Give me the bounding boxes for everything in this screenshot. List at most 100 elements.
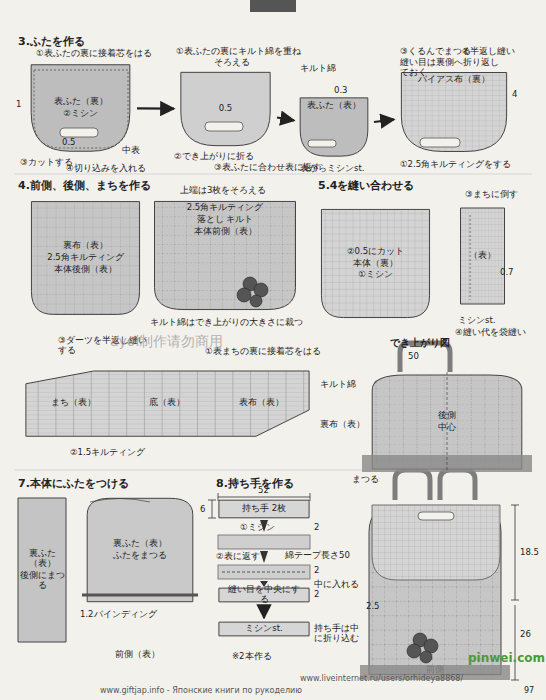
piece-label: ②ミシン: [63, 109, 98, 119]
text-label: ①表ふたの裏にキルト綿を重ね: [176, 47, 301, 57]
piece-label: 裏布（表）: [63, 241, 108, 251]
watermark: www.giftjap.info - Японские книги по рук…: [100, 686, 302, 695]
text-label: キルト綿: [320, 380, 356, 390]
text-label: まつる: [352, 475, 379, 485]
piece-label: 裏ふた（表）: [18, 549, 66, 569]
pattern-piece: まち（表）底（表）表布（表）: [20, 365, 315, 440]
text-label: ②表に返す: [216, 552, 260, 562]
piece-shape: [31, 202, 139, 315]
piece-label: 表ふた（裏）: [54, 97, 108, 107]
pattern-piece: 2.5角キルティング落とし キルト本体前側（表）: [150, 198, 300, 313]
piece-label: 後側にまつる: [18, 571, 66, 591]
pattern-piece: 0.5: [178, 70, 273, 148]
step-heading: 3.ふたを作る: [18, 36, 85, 49]
text-label: 2: [314, 523, 319, 533]
text-label: 縫い目は裏側へ折り返しておく: [400, 58, 500, 78]
piece-text: ミシンst.: [218, 622, 310, 636]
piece-label: 底（表）: [149, 398, 185, 408]
piece-text: 裏ふた（表）後側にまつる: [12, 495, 72, 645]
text-label: ※2本作る: [232, 652, 272, 662]
pattern-piece: ミシンst.: [218, 622, 310, 636]
text-label: ④縫い代を袋縫い: [455, 328, 526, 338]
piece-label: 表ふた（表）: [307, 101, 361, 111]
piece-shape: [461, 208, 505, 304]
piece-label: 裏ふた（表）: [113, 539, 167, 549]
step-heading: でき上がり図: [390, 338, 450, 349]
text-label: 1: [16, 100, 21, 110]
pattern-piece: 持ち手 2枚: [218, 500, 310, 518]
pattern-piece: 縫い目を中央にする: [218, 588, 310, 602]
piece-shape: [87, 498, 193, 601]
text-label: ③カットする: [20, 158, 73, 168]
piece-text: 裏ふた（表）ふたをまつる: [80, 495, 200, 605]
piece-label: 本体（裏）: [353, 259, 398, 269]
text-label: ③くるんでまつる: [400, 47, 471, 57]
text-label: 持ち手は中に折り込む: [314, 624, 359, 644]
pattern-piece: 裏ふた（表）ふたをまつる: [80, 495, 200, 605]
pattern-piece: 表ふた（表）: [298, 96, 370, 158]
text-label: 18.5: [520, 548, 539, 558]
step-arrow: [277, 118, 294, 121]
step-arrow: [137, 107, 174, 109]
step-heading: 4.前側、後側、まちを作る: [18, 180, 151, 193]
text-label: そろえる: [214, 58, 250, 68]
text-label: 2: [314, 590, 319, 600]
watermark: www.liveinternet.ru/users/orhideya8868/: [300, 674, 463, 683]
piece-shape: [219, 500, 309, 518]
pattern-piece: ②0.5にカット本体（裏）①ミシン: [318, 206, 433, 321]
text-label: 裏布（表）: [320, 420, 365, 430]
pattern-piece: 後側中心: [362, 372, 532, 472]
piece-label: ミシンst.: [245, 624, 282, 634]
piece-text: バイアス布（裏）: [398, 70, 510, 154]
text-label: ②でき上がりに折る: [174, 152, 254, 162]
piece-label: 後側: [438, 411, 456, 421]
text-label: 4: [512, 90, 517, 100]
piece-outline: [12, 495, 72, 645]
text-label: 表からミシンst.: [300, 164, 364, 174]
piece-text: 裏布（表）2.5角キルティング本体後側（表）: [28, 198, 143, 318]
piece-shape: [18, 498, 66, 642]
piece-label: 前側: [426, 665, 444, 675]
piece-text: 縫い目を中央にする: [218, 588, 310, 602]
step-heading: 5.4を縫い合わせる: [318, 180, 415, 193]
text-label: 綿テープ長さ50: [285, 551, 350, 561]
piece-label: 0.5: [219, 104, 233, 114]
text-label: 0.3: [334, 86, 348, 96]
text-label: 上端は3枚をそろえる: [180, 186, 266, 196]
piece-shape: [300, 98, 368, 156]
text-label: 50: [408, 352, 419, 362]
text-label: ①ミシン: [240, 523, 275, 533]
piece-label: （表）: [469, 251, 496, 261]
pattern-piece: 表ふた（裏） ②ミシン: [28, 62, 133, 154]
piece-shape: [219, 622, 309, 636]
piece-label: 本体後側（表）: [54, 265, 117, 275]
piece-shape: [401, 73, 506, 152]
text-label: 1.2バインディング: [80, 610, 157, 620]
piece-label: 表布（表）: [239, 398, 284, 408]
piece-shape: [369, 505, 501, 674]
text-label: 6: [200, 505, 205, 515]
watermark: ayoi制作请勿商用: [110, 333, 223, 349]
piece-text: 表ふた（表）: [298, 96, 370, 158]
text-label: ③まちに倒す: [465, 190, 518, 200]
step-arrow: [374, 119, 394, 122]
piece-shape: [31, 65, 130, 151]
text-label: ②半返し縫い: [462, 47, 515, 57]
piece-text: 後側中心: [362, 372, 532, 472]
piece-outline: [28, 62, 133, 154]
text-label: 中に入れる: [314, 580, 359, 590]
piece-text: 表ふた（裏） ②ミシン: [28, 62, 133, 154]
piece-label: 縫い目を中央にする: [224, 585, 304, 605]
piece-text: 0.5: [178, 70, 273, 148]
pattern-piece: （表）: [455, 206, 510, 306]
piece-shape: [26, 371, 309, 436]
piece-shape: [181, 72, 270, 145]
text-label: 0.5: [62, 138, 76, 148]
step-heading: 7.本体にふたをつける: [18, 478, 129, 491]
text-label: ①2.5角キルティングをする: [400, 160, 511, 170]
text-label: ④切り込みを入れる: [66, 164, 146, 174]
text-label: 97: [524, 686, 534, 695]
piece-label: 2.5角キルティング: [187, 203, 264, 213]
text-label: 2.5: [366, 602, 380, 612]
